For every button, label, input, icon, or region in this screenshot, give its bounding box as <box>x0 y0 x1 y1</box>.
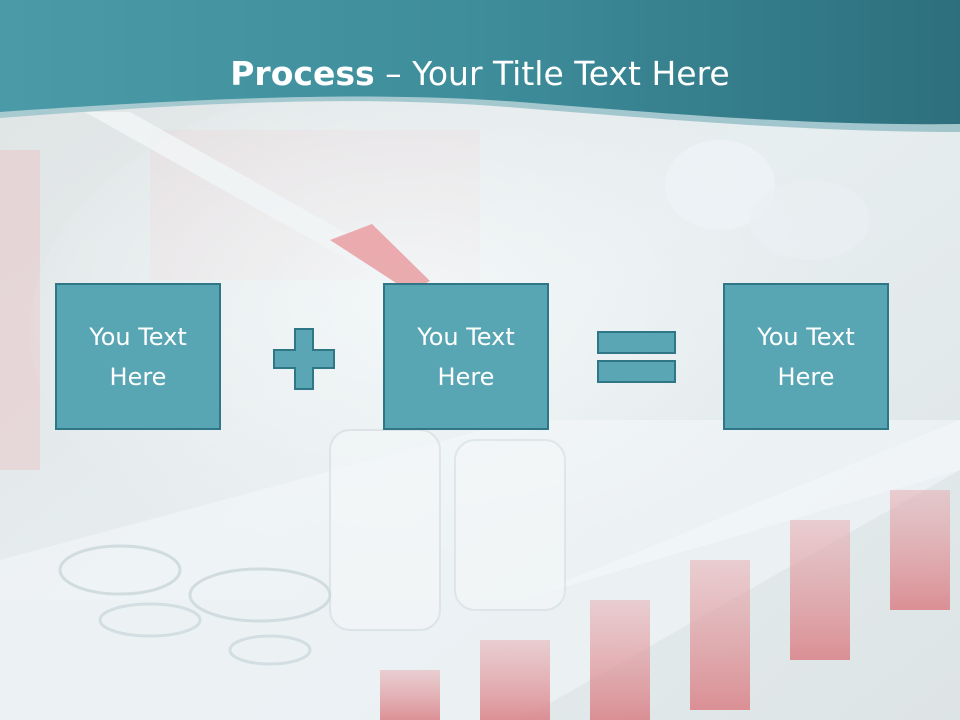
process-box-3-label: You Text Here <box>757 322 855 391</box>
title-rest: – Your Title Text Here <box>374 54 730 93</box>
process-box-2-label: You Text Here <box>417 322 515 391</box>
equals-icon <box>597 331 676 383</box>
title-bold: Process <box>230 54 375 93</box>
process-box-1-label: You Text Here <box>89 322 187 391</box>
page-title: Process – Your Title Text Here <box>0 52 960 96</box>
header-banner <box>0 0 960 132</box>
process-box-3[interactable]: You Text Here <box>723 283 889 430</box>
plus-icon <box>273 328 335 390</box>
process-box-2[interactable]: You Text Here <box>383 283 549 430</box>
process-box-1[interactable]: You Text Here <box>55 283 221 430</box>
